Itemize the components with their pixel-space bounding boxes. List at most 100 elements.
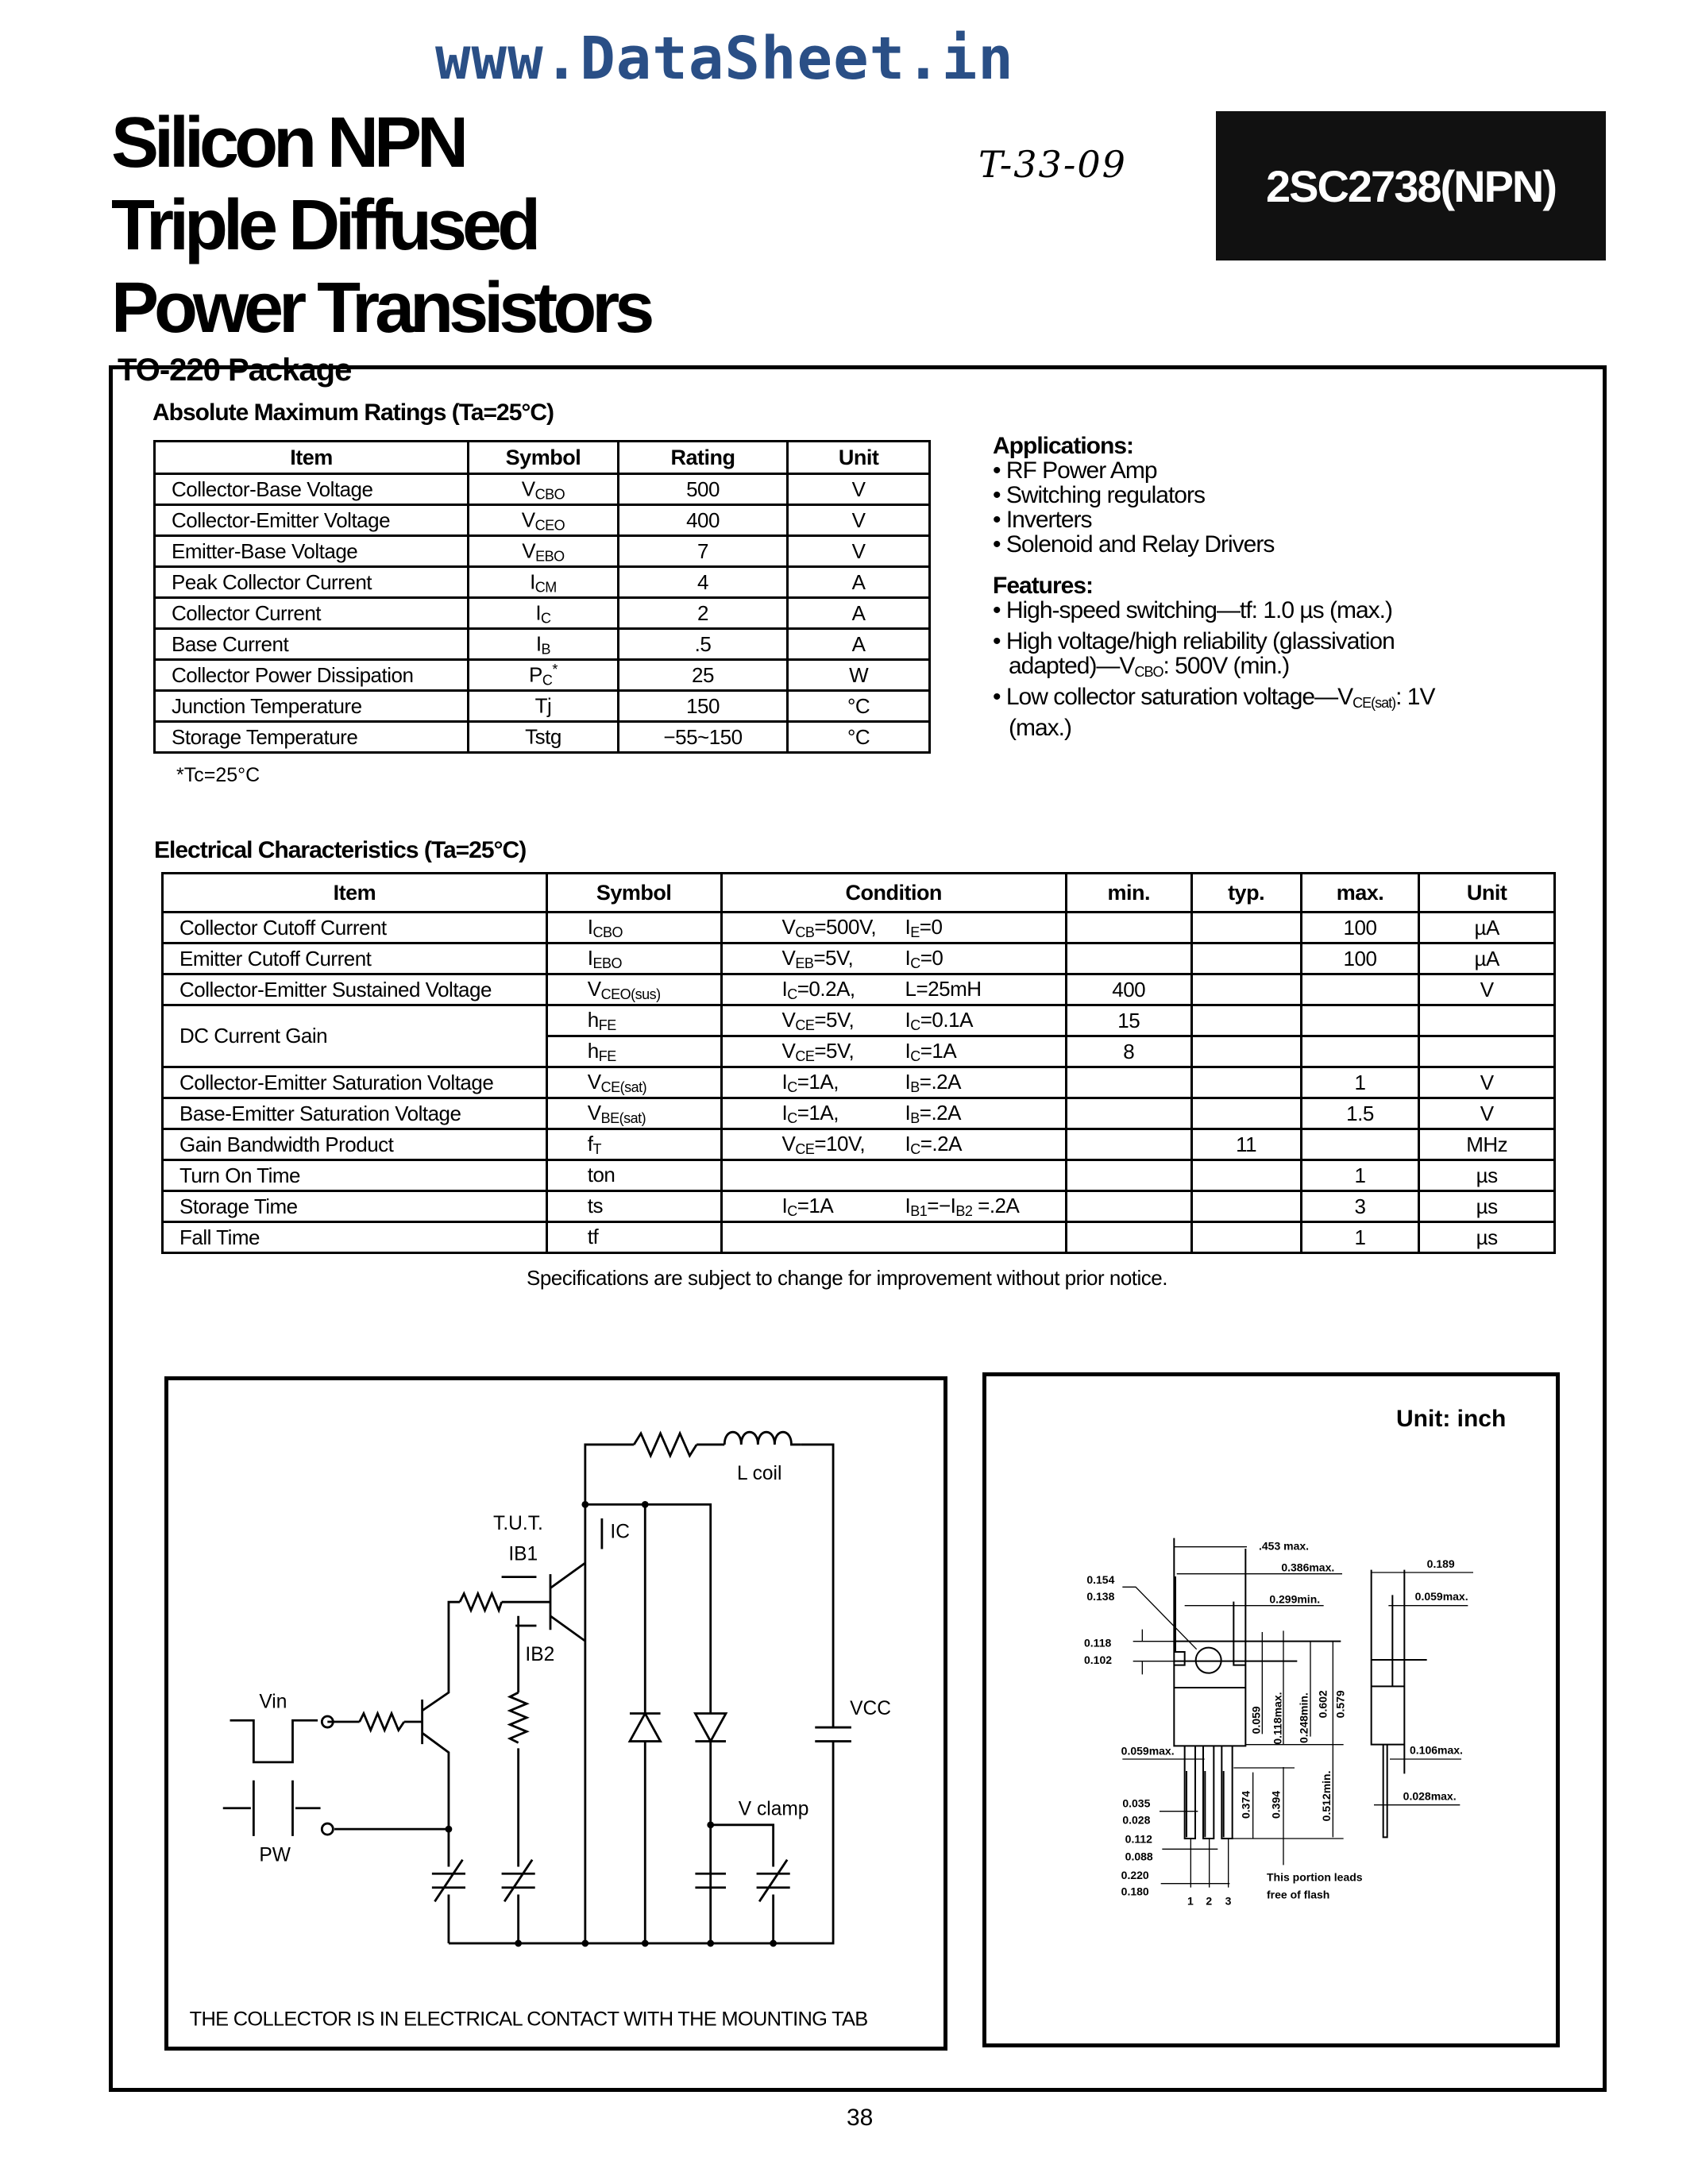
feature-post: : 1V (max.) xyxy=(1009,684,1435,741)
item-cell: Storage Temperature xyxy=(152,720,470,754)
dimension-label: 0.189 xyxy=(1427,1557,1455,1570)
typ-cell xyxy=(1190,1159,1302,1192)
dimension-label: 0.059max. xyxy=(1415,1590,1468,1603)
dimension-label: 0.579 xyxy=(1334,1690,1347,1718)
rating-cell: 7 xyxy=(616,534,789,568)
condition-text: V xyxy=(781,1131,796,1156)
symbol-cell: VCEO(sus) xyxy=(545,973,723,1006)
test-circuit-diagram: L coil T.U.T. IB1 IC IB2 Vin VCC V clamp… xyxy=(190,1430,891,2030)
unit-cell: µA xyxy=(1418,911,1556,944)
unit-label: Unit: inch xyxy=(1396,1406,1507,1432)
condition-text: =.2A xyxy=(972,1193,1020,1217)
condition-part: L=25mH xyxy=(905,977,982,1003)
item-cell: Turn On Time xyxy=(161,1159,548,1192)
vin-label: Vin xyxy=(259,1691,287,1712)
dimension-label: 0.059max. xyxy=(1121,1744,1175,1757)
bias-resistor-icon xyxy=(507,1691,530,1744)
condition-part: IE=0 xyxy=(905,915,943,941)
symbol-subscript: CEO(sus) xyxy=(600,986,662,1002)
rating-cell: −55~150 xyxy=(616,720,789,754)
ic-label: IC xyxy=(610,1521,630,1542)
condition-subscript: CE xyxy=(795,1140,815,1157)
applications-list: Applications:• RF Power Amp• Switching r… xyxy=(993,434,1469,557)
l-coil-label: L coil xyxy=(737,1463,781,1484)
item-cell: Collector-Emitter Sustained Voltage xyxy=(161,973,548,1006)
unit-cell: W xyxy=(786,658,931,692)
condition-subscript: C xyxy=(910,955,920,971)
condition-part: IC=0 xyxy=(905,946,943,972)
condition-part: VCE=5V, xyxy=(782,1008,905,1034)
item-cell: Collector-Emitter Voltage xyxy=(152,504,470,537)
condition-text: =1A xyxy=(920,1038,957,1063)
lead-outlines xyxy=(1183,1746,1233,1839)
condition-text: V xyxy=(781,1038,796,1063)
symbol-cell: IB xyxy=(467,627,619,661)
symbol: I xyxy=(535,600,542,625)
condition-cell: IC=0.2A,L=25mH xyxy=(720,973,1067,1006)
unit-cell: °C xyxy=(786,689,931,723)
symbol-cell: Tstg xyxy=(467,720,619,754)
unit-cell: V xyxy=(1418,973,1556,1006)
mounting-hole-icon xyxy=(1194,1646,1222,1674)
condition-cell xyxy=(720,1159,1067,1192)
package-outline-box xyxy=(982,1372,1560,2047)
symbol: ton xyxy=(587,1162,615,1187)
condition-cell xyxy=(720,1221,1067,1254)
dimension-label: 0.154 xyxy=(1086,1573,1114,1586)
condition-subscript: C xyxy=(787,1202,797,1219)
symbol: V xyxy=(587,976,601,1001)
rating-cell: 150 xyxy=(616,689,789,723)
item-cell: Junction Temperature xyxy=(152,689,470,723)
condition-text: =500V, xyxy=(814,914,877,939)
max-cell: 1 xyxy=(1299,1066,1421,1099)
condition-text: I xyxy=(905,1038,911,1063)
condition-text: =.2A xyxy=(919,1100,962,1125)
condition-text: =1A xyxy=(797,1193,834,1217)
dimension-label: 0.248min. xyxy=(1298,1692,1310,1743)
unit-cell: V xyxy=(1418,1097,1556,1130)
symbol-cell: IEBO xyxy=(545,942,723,975)
column-header: max. xyxy=(1299,872,1421,913)
symbol-cell: IC xyxy=(467,596,619,630)
max-cell: 100 xyxy=(1299,942,1421,975)
condition-part: IC=0.1A xyxy=(905,1008,974,1034)
dimension-label: 0.059 xyxy=(1250,1706,1263,1734)
feature-item: • High voltage/high reliability (glassiv… xyxy=(993,628,1395,680)
symbol: ts xyxy=(587,1193,604,1217)
symbol-subscript: C xyxy=(541,610,551,627)
part-number: 2SC2738(NPN) xyxy=(1265,160,1557,211)
variable-capacitor-icon xyxy=(431,1858,790,1903)
dimension-label: 2 xyxy=(1206,1894,1212,1907)
symbol-cell: VCEO xyxy=(467,504,619,537)
unit-cell xyxy=(1418,1004,1556,1037)
column-header: Unit xyxy=(786,440,931,475)
symbol-subscript: EBO xyxy=(592,955,622,971)
symbol-cell: VBE(sat) xyxy=(545,1097,723,1130)
max-cell: 1 xyxy=(1299,1221,1421,1254)
column-header: Symbol xyxy=(545,872,723,913)
vclamp-label: V clamp xyxy=(739,1799,809,1820)
vin-pulse-icon xyxy=(230,1719,318,1764)
applications-heading: Applications: xyxy=(993,433,1134,459)
condition-text: V xyxy=(781,914,796,939)
condition-text: =5V, xyxy=(814,1038,855,1063)
condition-cell: VCE=5V,IC=1A xyxy=(720,1035,1067,1068)
symbol: V xyxy=(587,1069,601,1094)
symbol-subscript: CM xyxy=(534,579,558,596)
unit-cell xyxy=(1418,1035,1556,1068)
feature-item: • High-speed switching—tf: 1.0 µs (max.) xyxy=(993,597,1393,623)
dimension-label: 0.112 xyxy=(1125,1833,1152,1846)
condition-subscript: C xyxy=(910,1140,920,1157)
condition-text: =1A, xyxy=(797,1100,839,1125)
handwritten-code: T-33-09 xyxy=(978,143,1127,186)
item-cell: Emitter-Base Voltage xyxy=(152,534,470,568)
condition-text: I xyxy=(781,1069,788,1094)
test-circuit-box xyxy=(164,1376,947,2051)
